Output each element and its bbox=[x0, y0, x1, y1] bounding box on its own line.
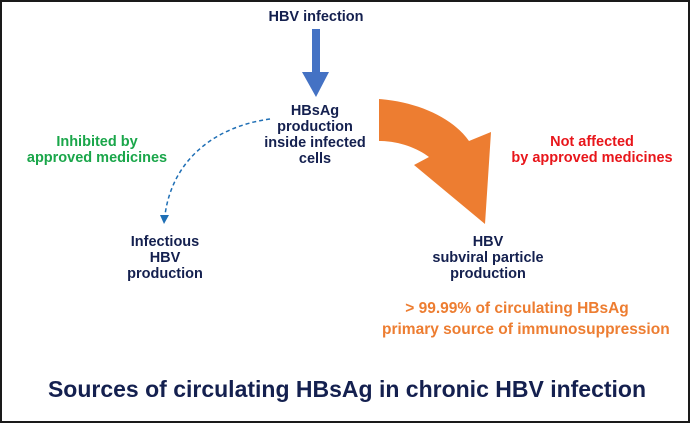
inhibited-label: Inhibited by approved medicines bbox=[26, 134, 168, 166]
dashed-arrow bbox=[164, 118, 271, 216]
node-hbsag: HBsAg production inside infected cells bbox=[264, 103, 366, 167]
circulating-label: > 99.99% of circulating HBsAg primary so… bbox=[382, 300, 670, 338]
not-affected-label: Not affected by approved medicines bbox=[511, 134, 673, 166]
orange-arrow bbox=[379, 99, 491, 224]
node-infection: HBV infection bbox=[268, 9, 364, 25]
node-subviral: HBV subviral particle production bbox=[432, 234, 544, 282]
dashed-arrowhead bbox=[160, 215, 169, 224]
node-infectious: Infectious HBV production bbox=[127, 234, 203, 282]
diagram-title: Sources of circulating HBsAg in chronic … bbox=[47, 376, 647, 402]
blue-arrow bbox=[302, 29, 329, 97]
